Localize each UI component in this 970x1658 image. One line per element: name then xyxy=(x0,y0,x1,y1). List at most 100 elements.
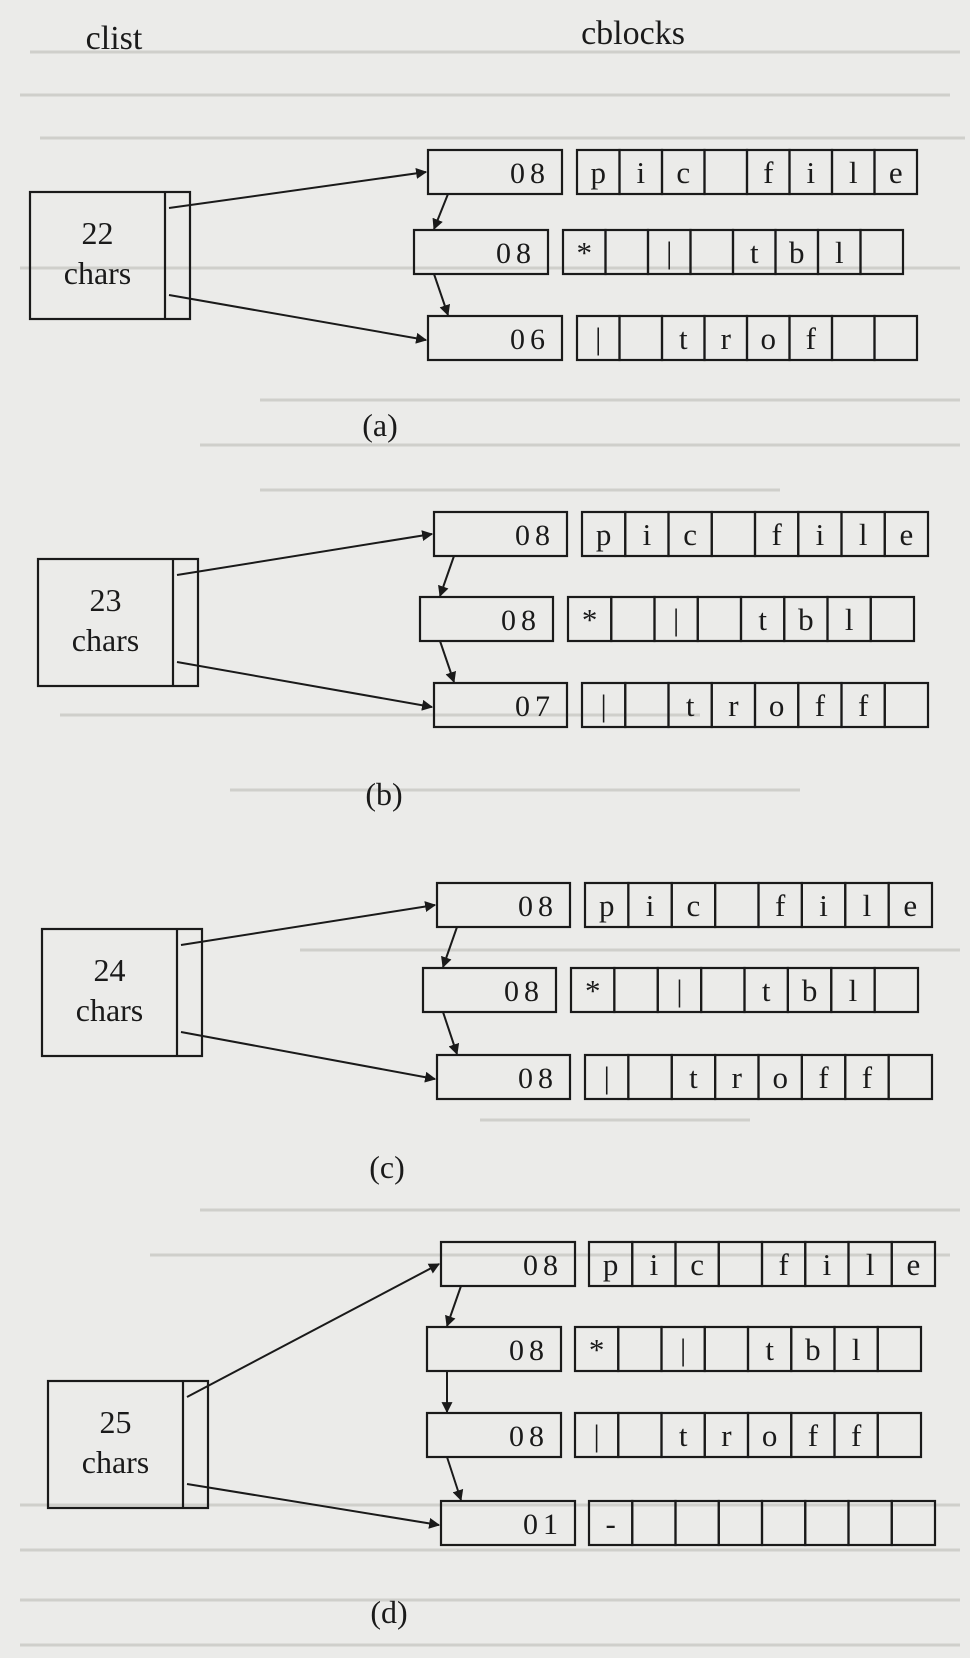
cblock-next-link xyxy=(442,1011,460,1056)
cblock-char-cell xyxy=(610,595,656,643)
cblock-count: 08 xyxy=(501,604,541,637)
cblock-count: 08 xyxy=(515,519,555,552)
cblock-char: i xyxy=(636,155,645,190)
cblock-char: l xyxy=(849,155,858,190)
clist-unit: chars xyxy=(72,622,140,658)
cblock-char-cell xyxy=(627,1053,673,1101)
cblock-char-cell xyxy=(700,966,746,1014)
cblock-char-cell xyxy=(674,1499,720,1547)
cblock-next-link xyxy=(432,193,449,231)
cblock-char: i xyxy=(646,888,655,923)
cblock-char: p xyxy=(603,1247,619,1282)
cblock-char: r xyxy=(721,321,732,356)
cblock-char-cell xyxy=(859,228,905,276)
cblock-char: o xyxy=(769,688,785,723)
cblock-char: i xyxy=(643,517,652,552)
cblock-char: l xyxy=(866,1247,875,1282)
cblock-char: f xyxy=(771,517,782,552)
cblock-char: l xyxy=(852,1332,861,1367)
cblock-char: | xyxy=(601,688,607,723)
cblock-char: c xyxy=(687,888,701,923)
cblock-char-cell xyxy=(710,510,757,558)
cblock-char-cell xyxy=(887,1053,934,1101)
cblock-char-cell xyxy=(613,966,659,1014)
cblock-next-link xyxy=(433,273,451,317)
cblock-count: 08 xyxy=(518,1062,558,1095)
cblock-char: l xyxy=(863,888,872,923)
cblock-char: e xyxy=(903,888,917,923)
bleed-through-lines xyxy=(20,50,965,1647)
cblock-char-cell xyxy=(876,1411,923,1459)
cblock-count: 08 xyxy=(523,1249,563,1282)
cblocks-header: cblocks xyxy=(581,15,685,52)
cblock-char-cell xyxy=(883,510,930,558)
cblock-char: f xyxy=(815,688,826,723)
cblock-char: * xyxy=(582,602,598,637)
cblock-count: 08 xyxy=(509,1420,549,1453)
cblock-char: p xyxy=(591,155,607,190)
cblock-char: f xyxy=(763,155,774,190)
cblock-char-cell xyxy=(760,1499,807,1547)
cblock-char: f xyxy=(858,688,869,723)
cblock-char: o xyxy=(761,321,777,356)
clist-unit: chars xyxy=(76,992,144,1028)
cblock-count-cell xyxy=(435,881,572,929)
cblock-char: t xyxy=(758,602,767,637)
cblock-next-link xyxy=(445,1285,462,1328)
cblock-char: b xyxy=(805,1332,821,1367)
cblock-char: - xyxy=(605,1506,615,1541)
cblock-char: t xyxy=(679,321,688,356)
cblock-char-cell xyxy=(890,1240,937,1288)
clist-first-pointer xyxy=(168,167,428,209)
cblock-char: t xyxy=(765,1332,774,1367)
clist-first-pointer xyxy=(176,530,434,576)
cblock-char: o xyxy=(772,1060,788,1095)
cblock-count-cell xyxy=(432,510,569,558)
cblock-char: o xyxy=(762,1418,778,1453)
clist-last-pointer xyxy=(186,1483,441,1529)
cblock-char: e xyxy=(899,517,913,552)
cblock-char-cell xyxy=(873,314,919,362)
cblock-char: | xyxy=(595,321,601,356)
cblock-count-cell xyxy=(426,314,564,362)
cblock-count: 08 xyxy=(504,975,544,1008)
cblock-char-cell xyxy=(717,1240,764,1288)
clist-header: clist xyxy=(86,20,143,57)
cblock-count-cell xyxy=(426,148,564,196)
cblock-char: | xyxy=(673,602,679,637)
cblock-char: t xyxy=(750,235,759,270)
clist-count: 22 xyxy=(82,215,114,251)
clist-box xyxy=(46,1379,210,1510)
cblock-char-cell xyxy=(873,148,919,196)
cblock-char: f xyxy=(806,321,817,356)
cblock-char-cell xyxy=(890,1499,937,1547)
cblock-count: 08 xyxy=(509,1334,549,1367)
cblock-char: p xyxy=(596,517,612,552)
clist-count: 25 xyxy=(100,1404,132,1440)
cblock-char: i xyxy=(806,155,815,190)
cblock-count: 07 xyxy=(515,690,555,723)
cblock-char: i xyxy=(819,888,828,923)
cblock-char: r xyxy=(721,1418,732,1453)
cblock-char-cell xyxy=(703,1325,750,1373)
cblock-char-cell xyxy=(873,966,920,1014)
cblock-char: f xyxy=(775,888,786,923)
cblock-next-link xyxy=(446,1456,464,1502)
clist-count: 24 xyxy=(94,952,126,988)
cblock-count-cell xyxy=(418,595,555,643)
clist-first-pointer xyxy=(180,901,437,946)
cblock-char: * xyxy=(577,235,593,270)
cblock-char: c xyxy=(683,517,697,552)
cblock-char: l xyxy=(849,973,858,1008)
cblock-char: f xyxy=(778,1247,789,1282)
